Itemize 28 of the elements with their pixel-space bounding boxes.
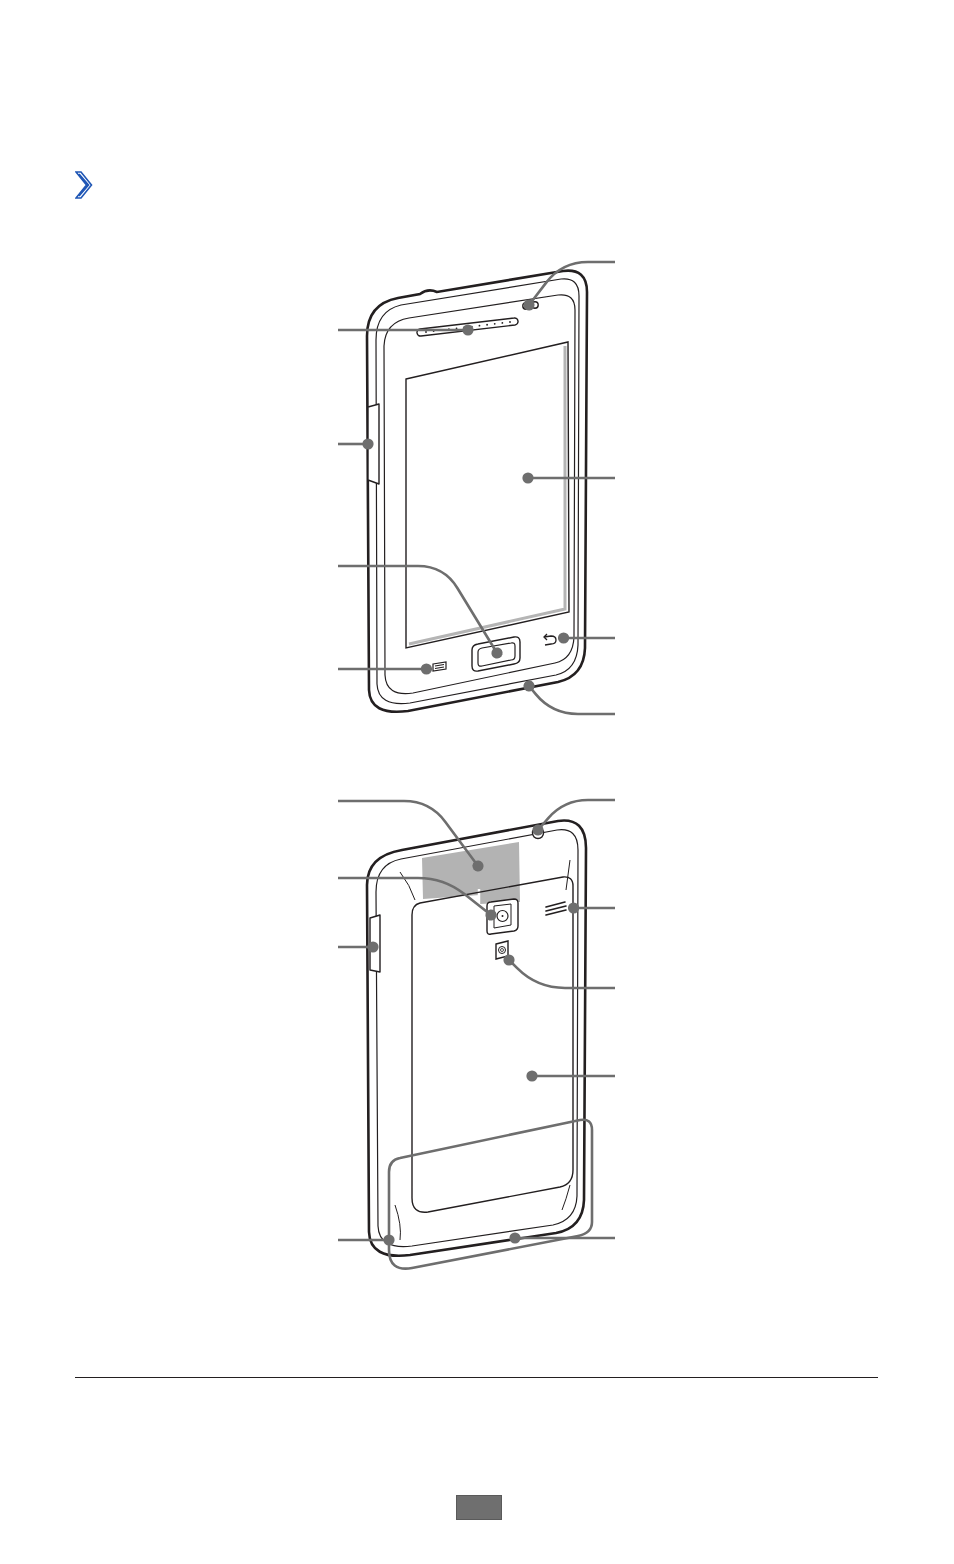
speaker-grille-icon <box>544 900 568 917</box>
leader-line <box>338 324 474 336</box>
leader-line <box>338 663 432 675</box>
leader-line <box>523 680 615 716</box>
leader-line <box>338 799 484 872</box>
leader-line <box>523 260 615 311</box>
leader-line <box>338 1234 395 1246</box>
volume-key <box>366 402 382 486</box>
shaded-area <box>420 840 522 904</box>
leader-line <box>532 798 615 836</box>
leader-line <box>503 954 615 990</box>
menu-key-icon <box>432 661 447 672</box>
back-key-icon <box>543 633 558 646</box>
sensor-icon <box>519 299 541 312</box>
leader-line <box>509 1232 615 1244</box>
leader-line <box>338 876 497 921</box>
leader-line <box>338 564 503 659</box>
leader-line <box>522 472 615 484</box>
highlight-outline <box>386 1116 595 1272</box>
touch-screen <box>403 339 572 651</box>
leader-line <box>568 902 615 914</box>
home-key <box>470 634 522 674</box>
leader-line <box>558 632 615 644</box>
earpiece-grille <box>414 315 522 339</box>
leader-line <box>338 438 374 450</box>
volume-key <box>366 912 382 976</box>
leader-line <box>338 941 379 953</box>
leader-line <box>526 1070 615 1082</box>
